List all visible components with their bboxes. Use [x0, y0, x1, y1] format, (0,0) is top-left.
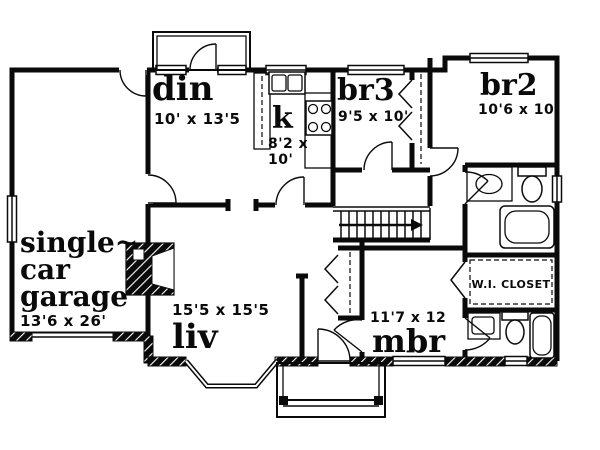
garage-dims: 13'6 x 26' — [20, 312, 107, 330]
sink-icon — [475, 173, 503, 195]
kitchen-dims-1: 8'2 x — [268, 136, 308, 152]
liv-label: liv — [172, 317, 219, 357]
bath-top-door-swing — [464, 171, 489, 205]
window-icon — [347, 64, 405, 76]
walk-in-closet — [450, 259, 553, 305]
direction-arrow-icon — [339, 219, 423, 231]
liv-dims: 15'5 x 15'5 — [172, 301, 269, 319]
closet-door-icon — [450, 261, 466, 299]
kitchen-sink-icon — [268, 71, 306, 95]
garage-label-1: single~ — [20, 226, 138, 259]
exterior-walls — [9, 55, 560, 361]
front-porch — [276, 360, 386, 418]
bifold-door-icon — [323, 285, 339, 315]
deck-door-swing — [189, 43, 217, 71]
window-icon — [469, 52, 529, 64]
br3-door-swing — [363, 141, 393, 171]
toilet-icon — [517, 166, 547, 203]
br2-door-swing — [429, 147, 459, 177]
br3-label: br3 — [337, 73, 395, 108]
vanity-counter — [466, 166, 513, 202]
kitchen-dims-2: 10' — [268, 152, 293, 168]
mbr-door-swing — [333, 318, 363, 353]
br2-label: br2 — [480, 68, 538, 103]
garage-label-3: garage — [20, 280, 128, 313]
sink-icon — [471, 316, 495, 335]
staircase — [333, 206, 431, 240]
garage-label-2: car — [20, 253, 71, 286]
garage-entry-door-swing — [119, 69, 147, 97]
mbr-label: mbr — [372, 322, 446, 360]
din-dims: 10' x 13'5 — [154, 110, 241, 128]
bifold-door-icon — [397, 111, 413, 141]
bath-bottom-door-swing — [464, 317, 491, 351]
din-label: din — [152, 69, 213, 109]
window-icon — [504, 355, 528, 367]
vanity-counter — [467, 312, 501, 340]
garage-door — [32, 331, 115, 338]
bay-window — [184, 359, 279, 389]
window-icon — [551, 175, 563, 203]
window-icon — [392, 355, 446, 367]
window-icon — [6, 195, 18, 243]
bathtub-icon — [499, 205, 555, 249]
fireplace-icon — [125, 242, 175, 296]
br2-dims: 10'6 x 10' — [478, 102, 559, 118]
kitchen-label: k — [272, 101, 294, 136]
mbr-dims: 11'7 x 12 — [370, 310, 446, 326]
kitchen-door-swing — [275, 176, 305, 206]
bathroom-top — [466, 166, 555, 249]
door-swings — [119, 43, 491, 362]
interior-walls — [145, 58, 557, 361]
deck — [152, 31, 251, 71]
entry-closet — [323, 252, 351, 316]
room-labels: din 10' x 13'5 k 8'2 x 10' br3 9'5 x 10'… — [20, 68, 559, 360]
hatched-exterior-walls — [9, 331, 558, 367]
stove-icon — [305, 100, 333, 136]
br3-dims: 9'5 x 10' — [338, 109, 409, 125]
front-door-swing — [317, 328, 351, 362]
shower-tub-icon — [529, 312, 555, 359]
garage-house-door-swing — [147, 174, 177, 204]
bifold-door-icon — [323, 254, 339, 284]
kitchen-counter — [253, 72, 334, 169]
bathroom-bottom — [467, 311, 555, 359]
bifold-door-icon — [397, 79, 413, 109]
toilet-icon — [501, 311, 529, 345]
wi-closet-label: W.I. CLOSET — [472, 278, 551, 291]
br3-closet — [397, 74, 422, 164]
